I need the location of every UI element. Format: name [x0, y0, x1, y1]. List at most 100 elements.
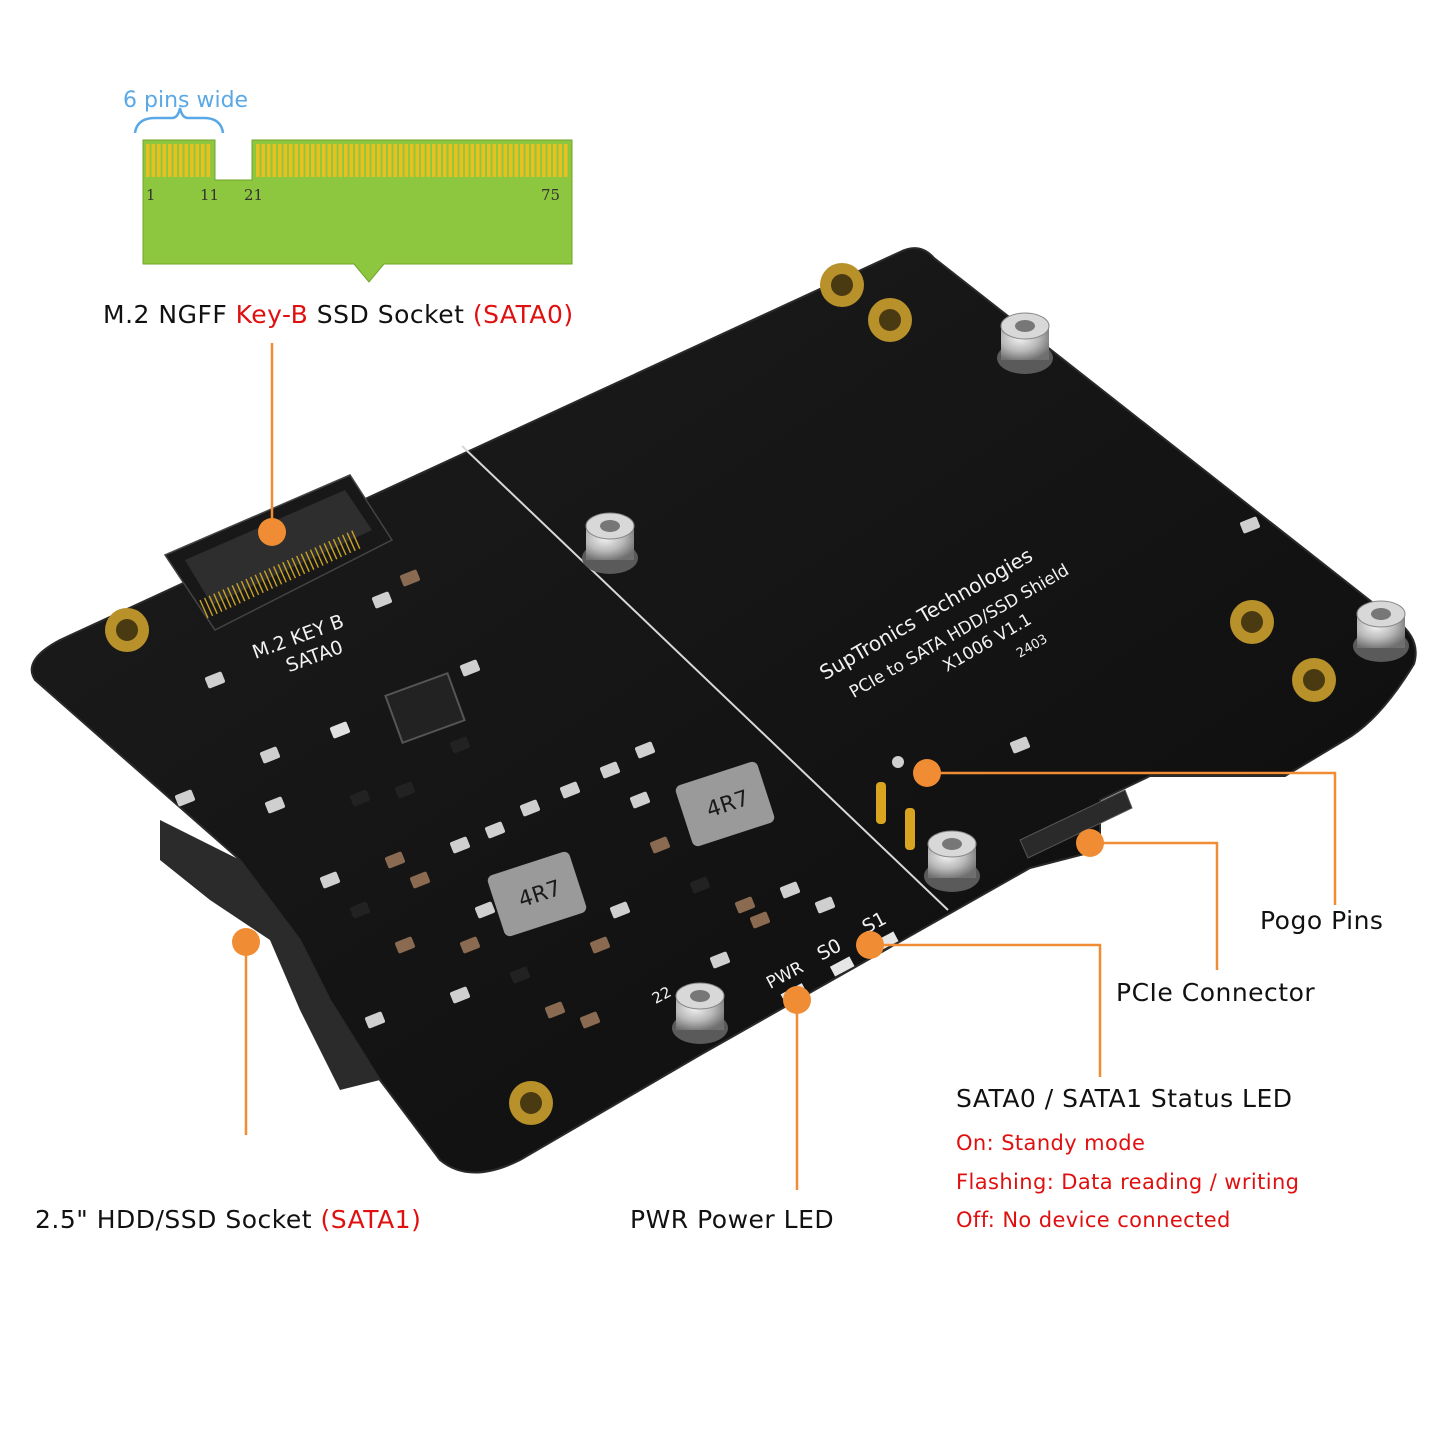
smd-part [780, 881, 800, 899]
gold-pin [157, 144, 161, 177]
socket-pin [213, 593, 223, 612]
status-led-title: SATA0 / SATA1 Status LED [956, 1084, 1293, 1113]
smd-part [260, 746, 280, 764]
smd-part [450, 836, 470, 854]
inductor-1: 4R7 [675, 761, 775, 847]
brass-standoffs [582, 312, 1409, 1044]
callout-status-line [870, 943, 1102, 1077]
hdd-socket-label: 2.5" HDD/SSD Socket (SATA1) [35, 1205, 421, 1234]
m2-socket-prefix: M.2 NGFF [103, 300, 236, 329]
m2-key-diagram: 1 11 21 75 6 pins wide [123, 88, 573, 283]
pin-1-label: 1 [146, 186, 156, 204]
mount-hole-center [1303, 669, 1325, 691]
gold-pin [481, 144, 486, 177]
callout-dots [232, 518, 1104, 1014]
gold-pin [553, 144, 557, 177]
callout-dot-pogo [913, 759, 941, 787]
gold-pin [492, 144, 497, 177]
status-led-note-off: Off: No device connected [956, 1208, 1231, 1232]
smd-part [735, 896, 755, 914]
gold-pin [278, 144, 282, 177]
socket-pin [295, 555, 306, 575]
gold-pin [151, 144, 156, 177]
socket-pin [263, 570, 274, 589]
gold-pin [421, 144, 425, 177]
callout-pogo-line [927, 771, 1337, 905]
mount-hole-center [116, 619, 138, 641]
socket-pin [217, 591, 228, 610]
gold-pin [311, 144, 315, 177]
gold-pin [547, 144, 552, 177]
inductor-2: 4R7 [487, 851, 587, 937]
pin-11-label: 11 [200, 186, 219, 204]
smd-part [815, 896, 835, 914]
socket-pin [254, 574, 264, 594]
pin-21-label: 21 [244, 186, 263, 204]
pin-width-label: 6 pins wide [123, 88, 248, 113]
smd-part [610, 901, 630, 919]
smd-part [395, 936, 415, 954]
socket-pin [236, 582, 246, 602]
gold-pin [377, 144, 381, 177]
socket-pin [337, 536, 347, 556]
socket-pin [346, 532, 356, 552]
gold-pin [498, 144, 502, 177]
smd-part [1010, 736, 1030, 754]
gold-pin [393, 144, 398, 177]
smd-part [460, 936, 480, 954]
standoff-thread [600, 520, 620, 532]
socket-pin [286, 559, 297, 579]
smd-part [510, 966, 530, 984]
smd-part [365, 1011, 385, 1029]
gold-pin [190, 144, 194, 177]
socket-pin [314, 547, 324, 566]
gold-pin [173, 144, 178, 177]
gold-pin [470, 144, 475, 177]
smd-part [265, 796, 285, 814]
smd-part [205, 671, 225, 689]
inductor-1-body [675, 761, 775, 847]
gold-pin [465, 144, 469, 177]
socket-pin [300, 553, 310, 573]
smd-part [385, 851, 405, 869]
gold-pin [283, 144, 288, 177]
smd-part [330, 721, 350, 739]
m2-gold-pins [146, 144, 568, 177]
gold-pin [525, 144, 530, 177]
pogo-pins-label: Pogo Pins [1260, 906, 1384, 935]
gold-pin [146, 144, 150, 177]
gold-pin [371, 144, 376, 177]
smd-components [175, 516, 1260, 1029]
gold-pin [294, 144, 299, 177]
gold-pin [355, 144, 359, 177]
socket-pin [259, 572, 269, 591]
gold-pin [179, 144, 183, 177]
gold-pin [520, 144, 524, 177]
pogo-pin-pad [892, 756, 904, 768]
smd-part [580, 1011, 600, 1029]
gold-pin [327, 144, 332, 177]
gold-pin [195, 144, 200, 177]
standoff-thread [942, 838, 962, 850]
gold-pin [415, 144, 420, 177]
gold-pin [454, 144, 458, 177]
inductor-2-body [487, 851, 587, 937]
smd-part [350, 901, 370, 919]
smd-part [320, 871, 340, 889]
smd-part [450, 986, 470, 1004]
mount-hole-center [520, 1092, 542, 1114]
smd-part [590, 936, 610, 954]
gold-pin [256, 144, 260, 177]
gold-pin [536, 144, 541, 177]
mount-hole-center [1241, 611, 1263, 633]
callout-pcie-line [1090, 841, 1219, 970]
gold-pin [382, 144, 387, 177]
socket-pin [203, 597, 214, 617]
pogo-pin-2 [905, 808, 915, 850]
gold-pin [542, 144, 546, 177]
board-split-line [461, 445, 949, 911]
standoff-thread [690, 990, 710, 1002]
gold-pin [509, 144, 513, 177]
controller-chip [384, 671, 466, 745]
